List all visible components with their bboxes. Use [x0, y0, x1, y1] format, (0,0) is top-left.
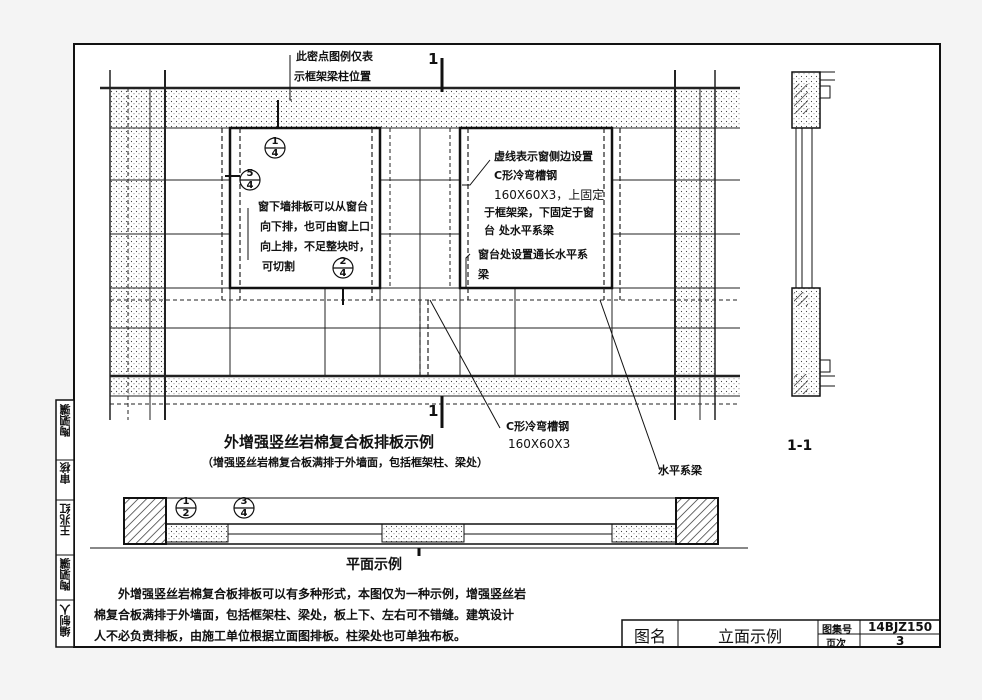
detail-ref-4-den: 2: [182, 508, 190, 519]
dashed-note-line2: C形冷弯槽钢: [494, 169, 558, 182]
detail-ref-3-den: 4: [339, 268, 347, 279]
below-note-line2: 向下排，也可由窗上口: [260, 220, 370, 233]
bottom-beam-dots: [110, 376, 740, 396]
general-notes: 外增强竖丝岩棉复合板排板可以有多种形式，本图仅为一种示例，增强竖丝岩 棉复合板满…: [94, 584, 614, 647]
top-beam-dots: [110, 88, 740, 128]
left-column-dots: [110, 88, 165, 396]
beam-label: 水平系梁: [658, 464, 702, 477]
detail-ref-1-num: 1: [271, 136, 279, 147]
below-note-line1: 窗下墙排板可以从窗台: [258, 200, 368, 213]
detail-ref-1-den: 4: [271, 148, 279, 159]
notes-line1: 外增强竖丝岩棉复合板排板可以有多种形式，本图仅为一种示例，增强竖丝岩: [118, 587, 527, 601]
dashed-note-line4: 于框架梁，下固定于窗: [484, 206, 594, 219]
plan-drawing: [90, 497, 748, 556]
elevation-title: 外增强竖丝岩棉复合板排板示例: [224, 433, 435, 451]
title-block-name-value: 立面示例: [718, 627, 783, 646]
sill-note-line2: 梁: [478, 268, 489, 281]
right-column-dots: [675, 88, 715, 396]
detail-ref-3-num: 2: [339, 256, 347, 267]
below-note-line4: 可切割: [262, 260, 295, 273]
title-block-atlas-value: 14BJZ150: [868, 620, 933, 634]
detail-ref-5-den: 4: [240, 508, 248, 519]
title-block-name-label: 图名: [634, 627, 667, 646]
signature-strip: [55, 399, 75, 648]
notes-line3: 人不必负责排板，由施工单位根据立面图排板。柱梁处也可单独布板。: [94, 629, 467, 643]
title-block-page-label: 页次: [826, 639, 846, 650]
dashed-note-line1: 虚线表示窗侧边设置: [494, 150, 593, 163]
channel-label-line2: 160X60X3: [508, 437, 571, 451]
section-title: 1-1: [787, 438, 813, 454]
side-strip-row1-role: 审核: [59, 462, 72, 484]
side-strip-row2-role: 陶驷骥: [59, 558, 72, 591]
window-left: [228, 126, 382, 290]
elevation-drawing: [100, 55, 740, 471]
detail-ref-4-num: 1: [182, 496, 190, 507]
sill-note-line1: 窗台处设置通长水平系: [478, 248, 588, 261]
title-block: [621, 619, 941, 648]
detail-ref-5-num: 3: [240, 496, 248, 507]
frame-note-line1: 此密点图例仅表: [296, 50, 373, 63]
side-strip-row2: 王兆红: [59, 503, 72, 536]
notes-line2: 棉复合板满排于外墙面，包括框架柱、梁处，板上下、左右可不错缝。建筑设计: [94, 608, 515, 622]
section-mark-bottom: 1: [428, 402, 439, 420]
section-mark-top: 1: [428, 50, 439, 68]
elevation-subtitle: （增强竖丝岩棉复合板满排于外墙面，包括框架柱、梁处）: [202, 456, 488, 469]
below-note-line3: 向上排，不足整块时，: [260, 240, 370, 253]
title-block-atlas-label: 图集号: [822, 625, 852, 636]
frame-note-line2: 示框架梁柱位置: [294, 70, 371, 83]
title-block-page-value: 3: [896, 634, 905, 648]
plan-title: 平面示例: [346, 557, 402, 573]
dashed-note-line3: 160X60X3，上固定: [494, 188, 605, 202]
detail-ref-2-num: 5: [246, 168, 254, 179]
detail-ref-2-den: 4: [246, 180, 254, 191]
dashed-note-line5: 台 处水平系梁: [484, 224, 554, 237]
side-strip-row4: 编制人: [59, 604, 72, 637]
channel-label-line1: C形冷弯槽钢: [506, 420, 570, 433]
side-strip-row1: 陶驷骥: [59, 404, 72, 437]
section-drawing: [791, 71, 835, 397]
window-right: [458, 126, 614, 290]
